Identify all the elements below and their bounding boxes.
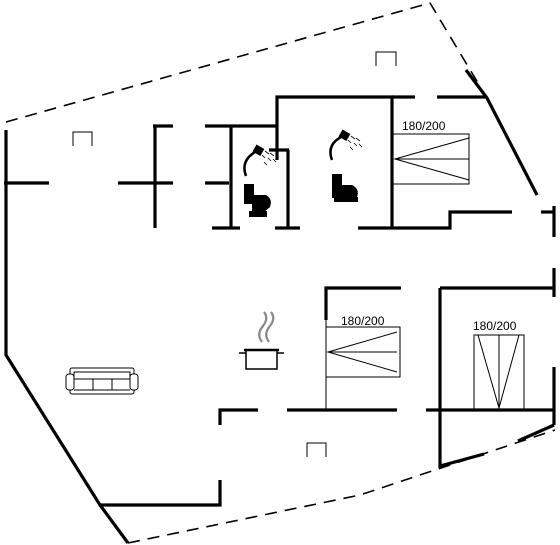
bed-size-label: 180/200 bbox=[473, 319, 517, 333]
bed bbox=[473, 334, 525, 412]
window-icon bbox=[375, 51, 397, 66]
window-icon bbox=[72, 131, 93, 146]
cooking-pot-icon bbox=[239, 311, 284, 370]
terrace-outline bbox=[5, 2, 556, 544]
bed-size-label: 180/200 bbox=[341, 314, 385, 328]
shower-icon bbox=[243, 144, 277, 177]
bed-size-label: 180/200 bbox=[402, 119, 446, 133]
shower-icon bbox=[329, 129, 363, 161]
exterior-walls bbox=[4, 69, 556, 544]
interior-walls bbox=[4, 95, 554, 425]
toilet-icon bbox=[244, 184, 271, 217]
sofa-icon bbox=[65, 367, 139, 395]
bed bbox=[391, 133, 470, 185]
toilet-icon bbox=[332, 174, 358, 202]
bed bbox=[325, 326, 401, 378]
window-icon bbox=[306, 442, 327, 457]
